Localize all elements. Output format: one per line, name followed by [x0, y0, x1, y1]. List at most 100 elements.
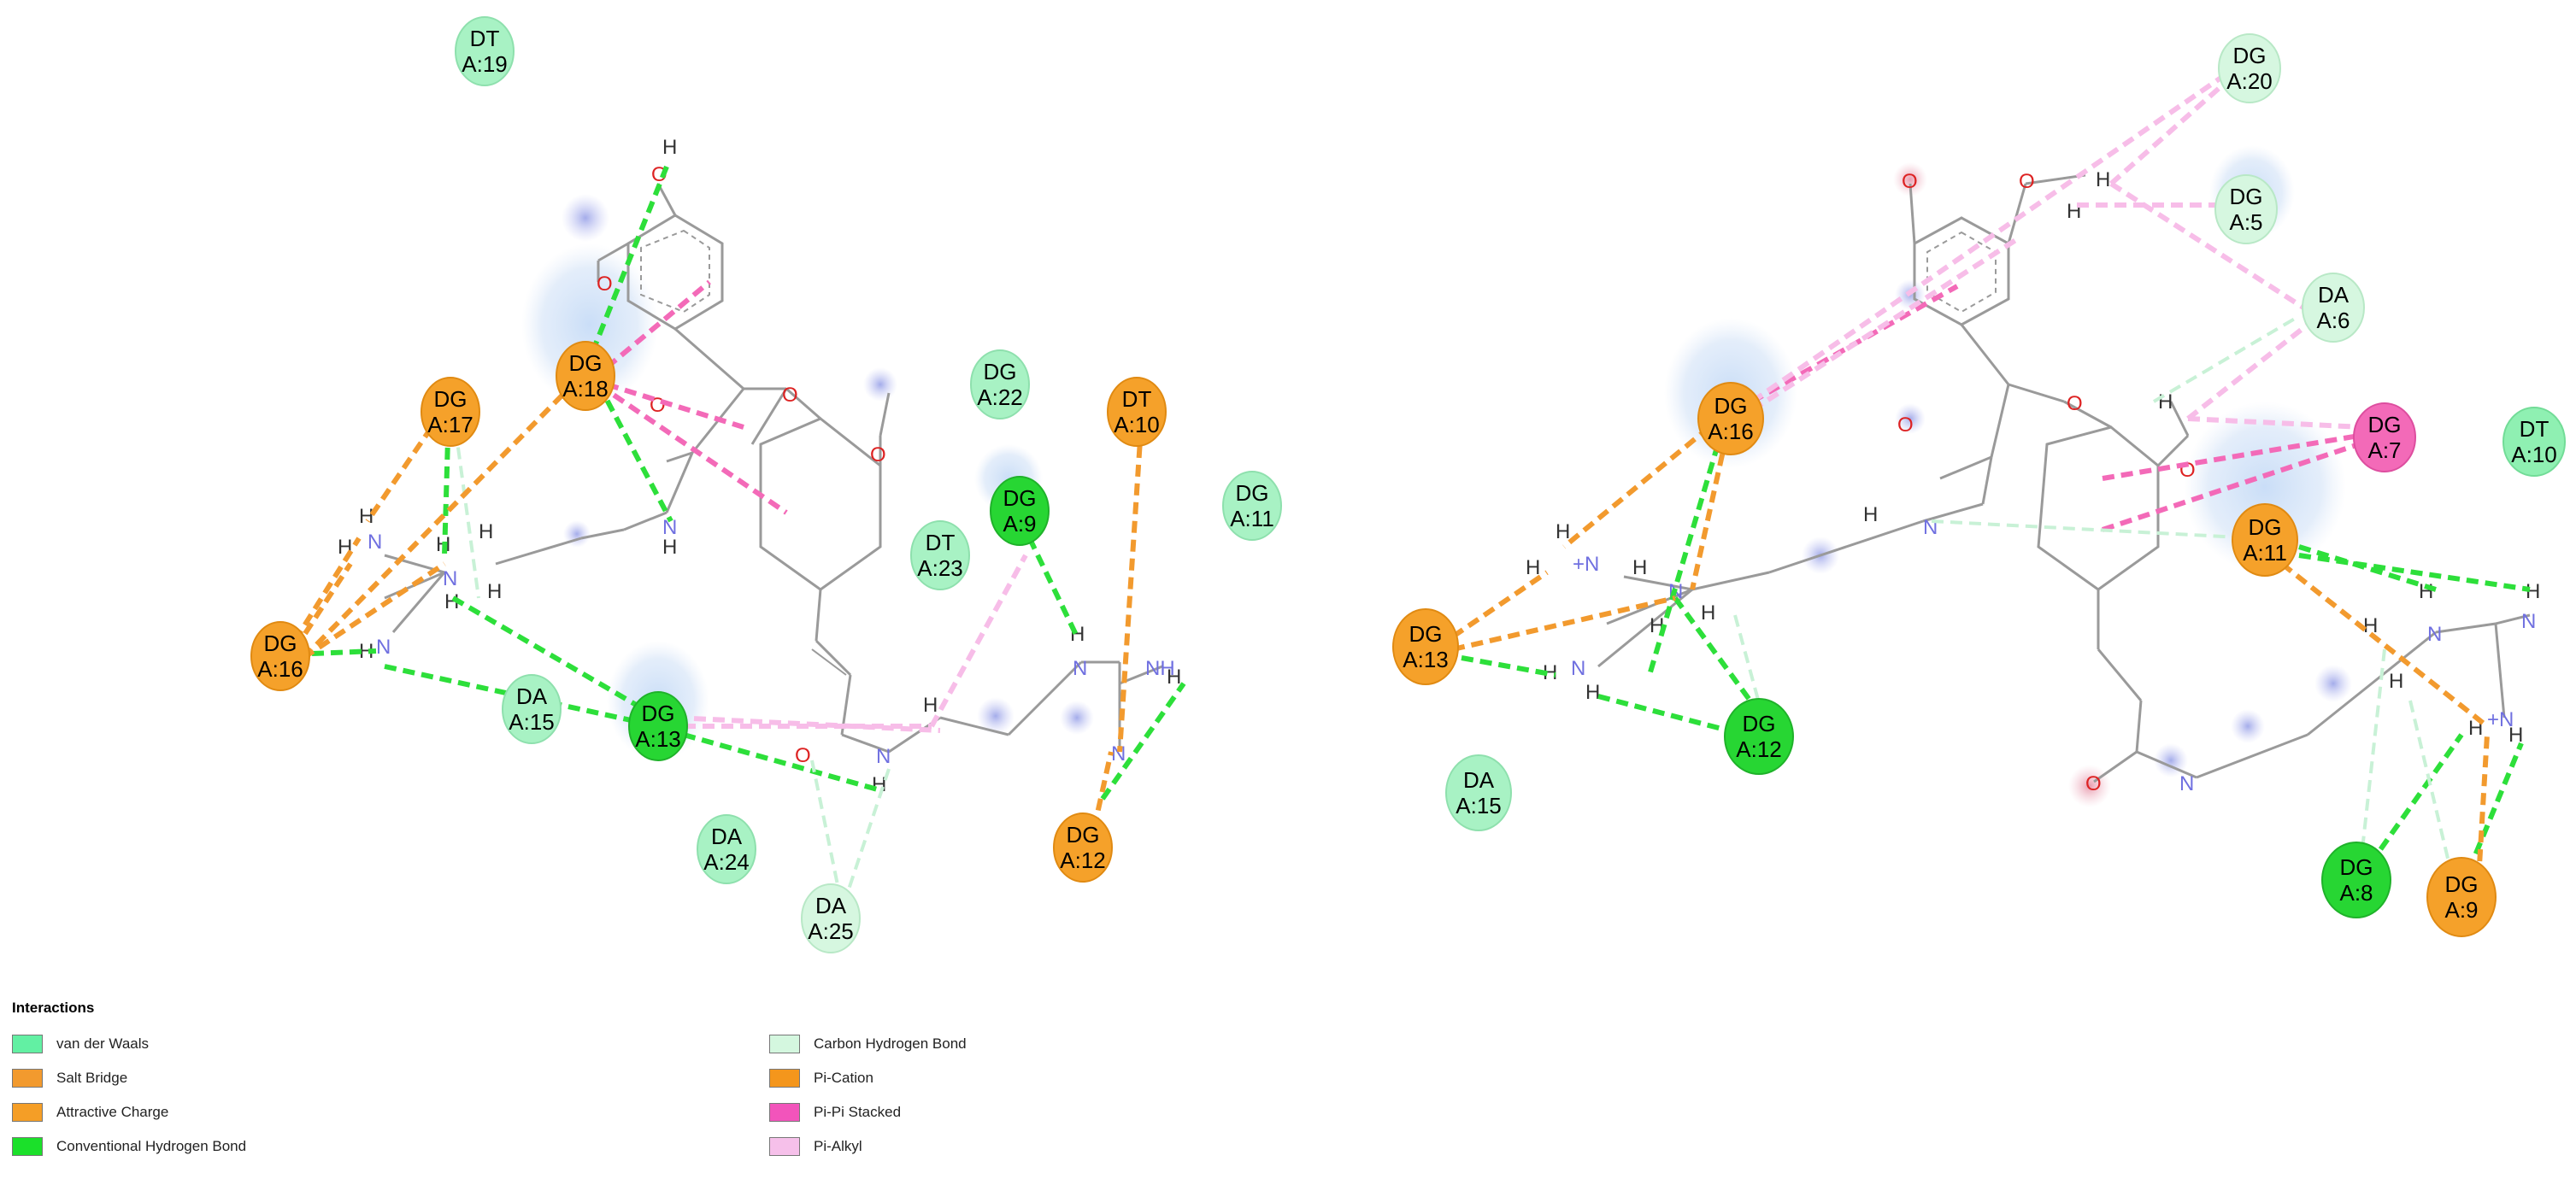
svg-text:DG: DG [2233, 43, 2267, 68]
residue-node[interactable]: DAA:6 [2302, 273, 2365, 343]
svg-text:A:15: A:15 [1456, 793, 1502, 818]
svg-text:DG: DG [434, 386, 468, 412]
svg-text:A:25: A:25 [808, 918, 854, 944]
atom-o: O [870, 443, 886, 466]
residue-node[interactable]: DGA:17 [421, 377, 480, 447]
svg-text:DG: DG [2230, 184, 2263, 209]
residue-node[interactable]: DGA:9 [2426, 857, 2497, 937]
legend-label: Salt Bridge [56, 1070, 128, 1086]
svg-text:DG: DG [569, 350, 603, 376]
residue-node[interactable]: DGA:9 [990, 476, 1050, 546]
residue-node[interactable]: DGA:16 [1697, 382, 1764, 455]
residue-node[interactable]: DTA:23 [910, 520, 970, 590]
residue-node[interactable]: DGA:11 [1222, 471, 1282, 541]
legend-swatch [769, 1137, 800, 1156]
atom-n: N [2521, 610, 2536, 633]
svg-text:A:16: A:16 [257, 656, 303, 682]
svg-text:DG: DG [1236, 480, 1269, 506]
residue-node[interactable]: DGA:13 [1392, 608, 1459, 685]
legend-swatch [769, 1069, 800, 1088]
legend-swatch [769, 1035, 800, 1053]
atom-h: H [444, 590, 459, 613]
residue-node[interactable]: DGA:13 [628, 691, 688, 761]
residue-node[interactable]: DGA:18 [556, 341, 615, 411]
atom-o: O [1902, 170, 1918, 193]
svg-text:A:6: A:6 [2316, 308, 2350, 333]
atom-n: N [662, 516, 677, 539]
atom-n: N [368, 531, 382, 554]
svg-text:DA: DA [516, 683, 548, 709]
svg-text:DG: DG [1067, 822, 1100, 848]
residue-node[interactable]: DAA:15 [1445, 754, 1512, 831]
right-residues: DGA:20 DGA:5 DAA:6 DGA:16 DGA:7 DTA:10 D… [1392, 33, 2566, 937]
atom-h: H [662, 136, 677, 159]
atom-o: O [782, 384, 798, 407]
residue-node[interactable]: DTA:10 [2502, 407, 2566, 477]
residue-node[interactable]: DTA:19 [455, 16, 515, 86]
legend-label: Pi-Alkyl [814, 1138, 862, 1154]
residue-node[interactable]: DGA:12 [1053, 812, 1113, 883]
legend-label: Attractive Charge [56, 1104, 169, 1120]
left-panel: O H O O O O N H O N H H N H NH H N N N H… [250, 16, 1282, 953]
atom-o: O [2019, 170, 2035, 193]
svg-text:DT: DT [470, 26, 500, 51]
residue-node[interactable]: DGA:11 [2232, 503, 2298, 577]
atom-h: H [1863, 503, 1878, 526]
residue-node[interactable]: DGA:5 [2214, 174, 2278, 244]
legend-swatch [12, 1035, 43, 1053]
legend-item: Carbon Hydrogen Bond [769, 1034, 967, 1054]
legend-swatch [12, 1069, 43, 1088]
atom-nh: NH [1145, 657, 1175, 680]
atom-n: N [2179, 772, 2194, 795]
legend-item: Pi-Pi Stacked [769, 1102, 901, 1123]
residue-node[interactable]: DGA:22 [970, 349, 1030, 419]
atom-h: H [1526, 556, 1540, 579]
atom-h: H [2363, 614, 2378, 637]
svg-text:A:12: A:12 [1060, 848, 1106, 873]
residue-node[interactable]: DGA:8 [2321, 842, 2391, 918]
legend-item: Pi-Alkyl [769, 1136, 862, 1157]
residue-node[interactable]: DGA:12 [1724, 698, 1794, 775]
svg-text:A:16: A:16 [1708, 419, 1754, 444]
atom-n: N [443, 567, 457, 590]
legend-swatch [12, 1103, 43, 1122]
legend-item: Attractive Charge [12, 1102, 168, 1123]
atom-n: N [1111, 742, 1126, 765]
residue-node[interactable]: DTA:10 [1107, 377, 1167, 447]
residue-node[interactable]: DGA:7 [2353, 402, 2416, 472]
residue-node[interactable]: DAA:25 [801, 883, 861, 953]
residue-node[interactable]: DAA:15 [502, 674, 562, 744]
svg-text:DT: DT [2520, 416, 2550, 442]
atom-n: N [876, 745, 891, 768]
legend-title: Interactions [12, 1000, 95, 1016]
svg-text:A:22: A:22 [977, 384, 1023, 410]
atom-o: O [795, 744, 811, 767]
atom-h: H [2158, 390, 2173, 414]
atom-h: H [2419, 580, 2433, 603]
svg-text:A:20: A:20 [2226, 68, 2273, 94]
svg-text:A:7: A:7 [2367, 437, 2401, 463]
svg-text:DG: DG [264, 631, 297, 656]
residue-node[interactable]: DGA:16 [250, 621, 310, 691]
legend-swatch [769, 1103, 800, 1122]
svg-text:A:13: A:13 [635, 726, 681, 752]
legend-item: Salt Bridge [12, 1068, 127, 1088]
atom-h: H [359, 505, 373, 528]
svg-text:A:10: A:10 [2511, 442, 2557, 467]
svg-text:DA: DA [2318, 282, 2350, 308]
residue-node[interactable]: DGA:20 [2218, 33, 2281, 103]
legend-label: Pi-Cation [814, 1070, 873, 1086]
atom-h: H [2508, 724, 2523, 747]
atom-n: N [2427, 623, 2442, 646]
svg-text:A:8: A:8 [2339, 880, 2373, 906]
svg-text:DG: DG [1409, 621, 1443, 647]
atom-h: H [1167, 666, 1181, 689]
svg-text:A:17: A:17 [427, 412, 473, 437]
atom-o: O [597, 273, 613, 296]
legend: Interactions van der Waals Salt Bridge A… [9, 1000, 1205, 1170]
svg-text:A:10: A:10 [1114, 412, 1160, 437]
atom-h: H [1556, 520, 1570, 543]
atom-h: H [923, 694, 938, 717]
residue-node[interactable]: DAA:24 [697, 814, 756, 884]
